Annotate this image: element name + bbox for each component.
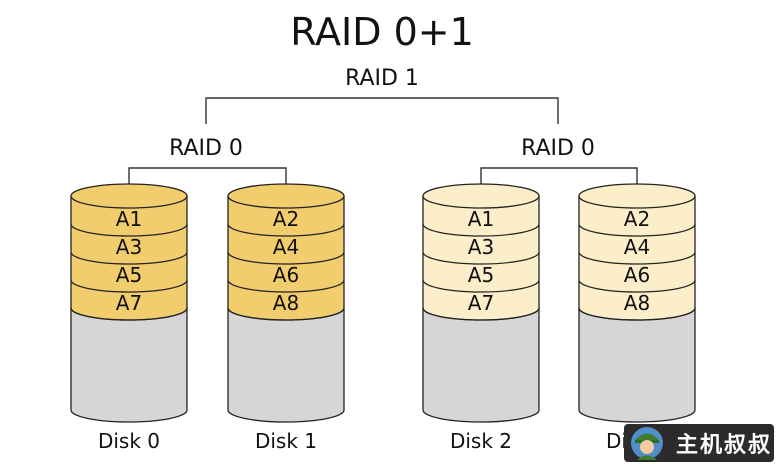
disk-top-cap bbox=[70, 183, 188, 209]
disk-empty-space bbox=[227, 307, 345, 423]
disk-top-cap bbox=[227, 183, 345, 209]
data-block-a1: A1 bbox=[116, 207, 142, 231]
raid0-right-label: RAID 0 bbox=[521, 136, 595, 161]
disk-label: Disk 1 bbox=[255, 429, 317, 453]
disk-segment-divider bbox=[227, 307, 345, 321]
disk-segment-divider bbox=[70, 251, 188, 265]
disk-segment-divider bbox=[578, 223, 696, 237]
raid0-right-connector bbox=[480, 167, 638, 196]
data-block-a7: A7 bbox=[116, 291, 142, 315]
data-block-a8: A8 bbox=[624, 291, 650, 315]
data-block-a5: A5 bbox=[116, 263, 142, 287]
disk-segment-divider bbox=[70, 279, 188, 293]
disk-empty-space bbox=[70, 307, 188, 423]
disk-segment-divider bbox=[422, 223, 540, 237]
disk-segment-divider bbox=[227, 251, 345, 265]
data-block-a3: A3 bbox=[116, 235, 142, 259]
disk-segment-divider bbox=[578, 307, 696, 321]
data-block-a2: A2 bbox=[624, 207, 650, 231]
data-block-a3: A3 bbox=[468, 235, 494, 259]
disk-top-cap bbox=[578, 183, 696, 209]
watermark-text: 主机叔叔 bbox=[676, 432, 773, 458]
data-block-a6: A6 bbox=[624, 263, 650, 287]
data-block-a4: A4 bbox=[624, 235, 650, 259]
disk-segment-divider bbox=[227, 279, 345, 293]
data-block-a5: A5 bbox=[468, 263, 494, 287]
diagram-title: RAID 0+1 bbox=[290, 10, 474, 54]
data-block-a8: A8 bbox=[273, 291, 299, 315]
raid0-left-connector bbox=[128, 167, 287, 196]
disk-segment-divider bbox=[227, 223, 345, 237]
disk-segment-divider bbox=[422, 307, 540, 321]
data-block-a4: A4 bbox=[273, 235, 299, 259]
disk-segment-divider bbox=[422, 279, 540, 293]
data-block-a1: A1 bbox=[468, 207, 494, 231]
mascot-avatar-icon bbox=[631, 427, 663, 460]
disk-label: Disk 0 bbox=[98, 429, 160, 453]
data-block-a7: A7 bbox=[468, 291, 494, 315]
data-block-a6: A6 bbox=[273, 263, 299, 287]
watermark-badge: 主机叔叔 bbox=[624, 424, 774, 462]
raid0-left-label: RAID 0 bbox=[169, 136, 243, 161]
disk-segment-divider bbox=[578, 251, 696, 265]
disk-segment-divider bbox=[578, 279, 696, 293]
disk-segment-divider bbox=[422, 251, 540, 265]
disk-segment-divider bbox=[70, 223, 188, 237]
disk-empty-space bbox=[422, 307, 540, 423]
disk-empty-space bbox=[578, 307, 696, 423]
disk-segment-divider bbox=[70, 307, 188, 321]
disk-label: Disk 2 bbox=[450, 429, 512, 453]
raid1-label: RAID 1 bbox=[345, 66, 419, 91]
data-block-a2: A2 bbox=[273, 207, 299, 231]
raid1-connector bbox=[205, 97, 559, 124]
disk-top-cap bbox=[422, 183, 540, 209]
